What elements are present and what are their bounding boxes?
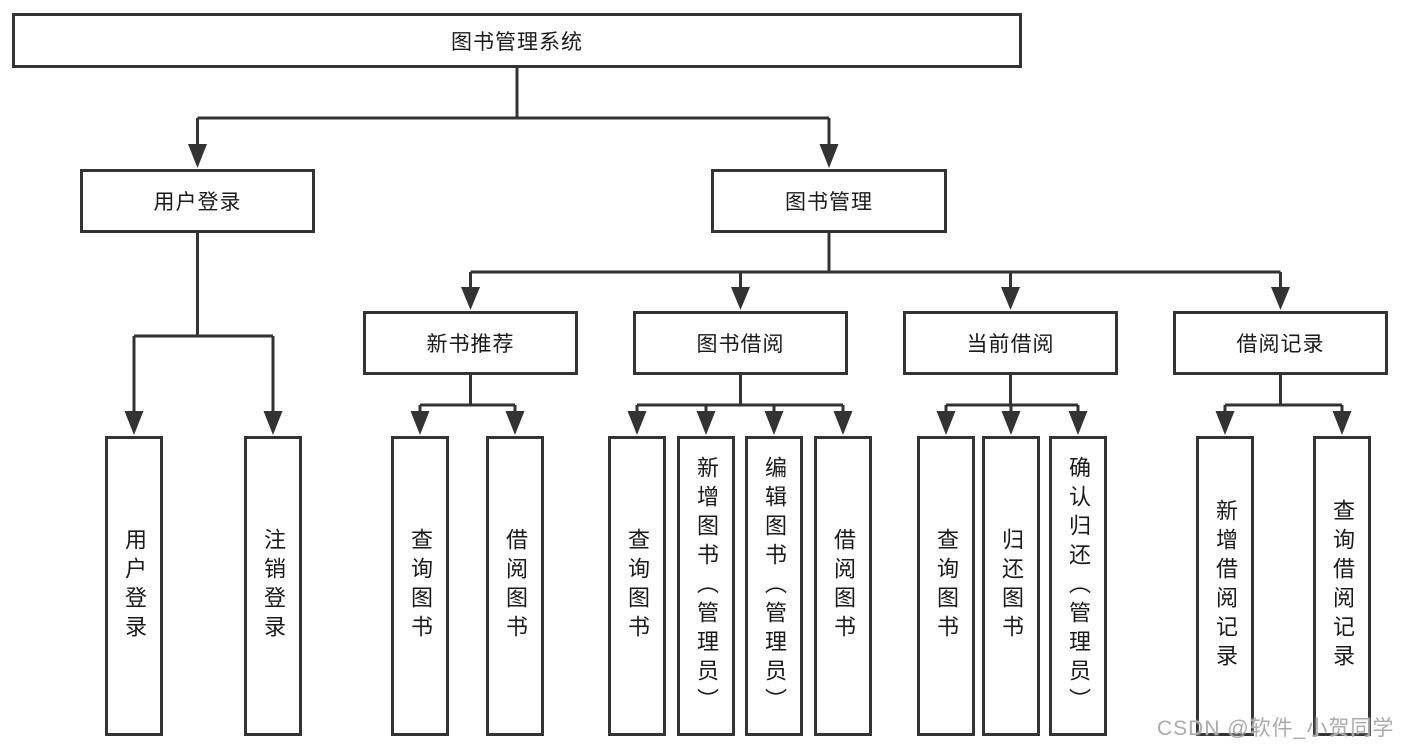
arrowhead-icon <box>461 287 480 310</box>
connector-book-borrow-split <box>635 375 845 412</box>
node-label: 注销登录 <box>261 528 286 644</box>
arrowhead-icon <box>819 144 839 168</box>
leaf-logout: 注销登录 <box>244 436 302 736</box>
arrowhead-icon <box>1215 411 1235 435</box>
leaf-add-borrow-record: 新增借阅记录 <box>1196 436 1254 736</box>
arrowhead-icon <box>731 287 750 310</box>
leaf-add-book-admin: 新增图书（管理员） <box>677 436 735 736</box>
connector-borrow-record-split <box>1223 375 1344 412</box>
leaf-user-login: 用户登录 <box>105 436 163 736</box>
node-label: 新增借阅记录 <box>1213 499 1238 673</box>
node-label: 新增图书（管理员） <box>694 455 719 717</box>
connector-user-login-split <box>132 233 275 412</box>
node-label: 归还图书 <box>999 528 1024 644</box>
node-label: 用户登录 <box>153 191 242 214</box>
leaf-borrow-books: 借阅图书 <box>814 436 872 736</box>
leaf-query-books-borrow: 查询图书 <box>608 436 666 736</box>
node-label: 编辑图书（管理员） <box>762 455 787 717</box>
node-borrow-records: 借阅记录 <box>1173 311 1388 375</box>
arrowhead-icon <box>936 411 956 435</box>
connector-new-book-split <box>418 375 517 412</box>
arrowhead-icon <box>627 411 647 435</box>
node-label: 图书管理系统 <box>451 30 583 54</box>
node-label: 借阅记录 <box>1236 333 1325 356</box>
connector-root-split <box>196 68 831 146</box>
arrowhead-icon <box>1271 287 1290 310</box>
leaf-edit-book-admin: 编辑图书（管理员） <box>745 436 803 736</box>
arrowhead-icon <box>263 411 283 435</box>
node-label: 查询图书 <box>408 528 433 644</box>
arrowhead-icon <box>1068 411 1088 435</box>
arrowhead-icon <box>505 411 525 435</box>
arrowhead-icon <box>1332 411 1352 435</box>
node-root: 图书管理系统 <box>12 13 1022 68</box>
arrowhead-icon <box>188 144 207 168</box>
node-label: 查询借阅记录 <box>1330 499 1355 673</box>
connector-current-borrow-split <box>944 375 1080 412</box>
node-label: 确认归还（管理员） <box>1066 455 1091 717</box>
node-label: 查询图书 <box>934 528 959 644</box>
arrowhead-icon <box>833 411 853 435</box>
leaf-return-book: 归还图书 <box>982 436 1040 736</box>
leaf-borrow-books-recommend: 借阅图书 <box>486 436 544 736</box>
node-new-book-recommend: 新书推荐 <box>363 311 578 375</box>
arrowhead-icon <box>1001 411 1021 435</box>
leaf-query-books-recommend: 查询图书 <box>391 436 449 736</box>
node-user-login: 用户登录 <box>80 169 315 233</box>
arrowhead-icon <box>1001 287 1020 310</box>
node-book-management: 图书管理 <box>711 169 947 233</box>
node-book-borrow: 图书借阅 <box>633 311 848 375</box>
leaf-query-books-current: 查询图书 <box>917 436 975 736</box>
arrowhead-icon <box>410 411 430 435</box>
arrowhead-icon <box>124 411 144 435</box>
csdn-watermark: CSDN @软件_小贺同学 <box>1157 717 1395 740</box>
leaf-confirm-return-admin: 确认归还（管理员） <box>1049 436 1107 736</box>
node-label: 图书借阅 <box>696 333 785 356</box>
node-label: 借阅图书 <box>503 528 528 644</box>
connector-book-management-split <box>469 233 1282 288</box>
node-label: 图书管理 <box>785 191 873 214</box>
node-label: 用户登录 <box>122 528 147 644</box>
node-label: 查询图书 <box>625 528 650 644</box>
node-label: 新书推荐 <box>426 333 515 356</box>
node-label: 借阅图书 <box>831 528 856 644</box>
node-current-borrow: 当前借阅 <box>903 311 1118 375</box>
leaf-query-borrow-record: 查询借阅记录 <box>1313 436 1371 736</box>
node-label: 当前借阅 <box>966 333 1055 356</box>
arrowhead-icon <box>696 411 716 435</box>
arrowhead-icon <box>764 411 784 435</box>
